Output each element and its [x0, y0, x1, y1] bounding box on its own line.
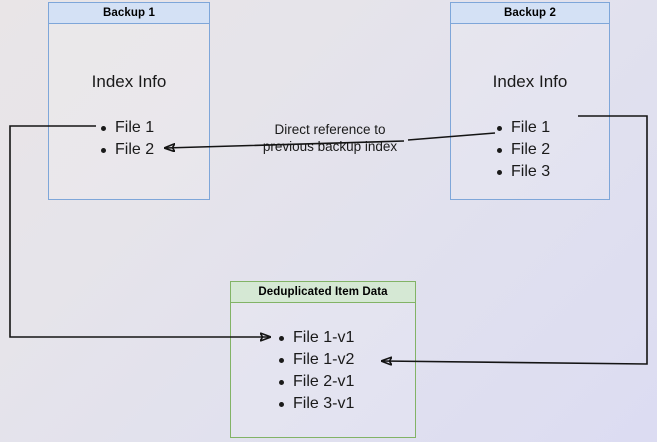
deduplicated-file-list: File 1-v1 File 1-v2 File 2-v1 File 3-v1 [277, 327, 354, 415]
list-item: File 2-v1 [277, 371, 354, 393]
list-item: File 1 [495, 117, 550, 139]
backup-2-body: Index Info File 1 File 2 File 3 [451, 24, 609, 199]
list-item: File 1-v1 [277, 327, 354, 349]
list-item: File 1 [99, 117, 154, 139]
backup-1-body: Index Info File 1 File 2 [49, 24, 209, 199]
list-item: File 3-v1 [277, 393, 354, 415]
backup-1-box[interactable]: Backup 1 Index Info File 1 File 2 [48, 2, 210, 200]
list-item: File 2 [495, 139, 550, 161]
list-item: File 3 [495, 161, 550, 183]
backup-1-header: Backup 1 [49, 3, 209, 24]
backup-2-header: Backup 2 [451, 3, 609, 24]
backup-1-file-list: File 1 File 2 [99, 117, 154, 161]
deduplicated-item-data-header: Deduplicated Item Data [231, 282, 415, 303]
deduplicated-item-data-body: File 1-v1 File 1-v2 File 2-v1 File 3-v1 [231, 303, 415, 437]
direct-reference-label: Direct reference to previous backup inde… [262, 122, 398, 154]
list-item: File 1-v2 [277, 349, 354, 371]
backup-2-file-list: File 1 File 2 File 3 [495, 117, 550, 183]
backup-2-box[interactable]: Backup 2 Index Info File 1 File 2 File 3 [450, 2, 610, 200]
list-item: File 2 [99, 139, 154, 161]
backup-1-index-info-label: Index Info [91, 72, 167, 91]
deduplicated-item-data-box[interactable]: Deduplicated Item Data File 1-v1 File 1-… [230, 281, 416, 438]
backup-2-index-info-label: Index Info [492, 72, 568, 91]
